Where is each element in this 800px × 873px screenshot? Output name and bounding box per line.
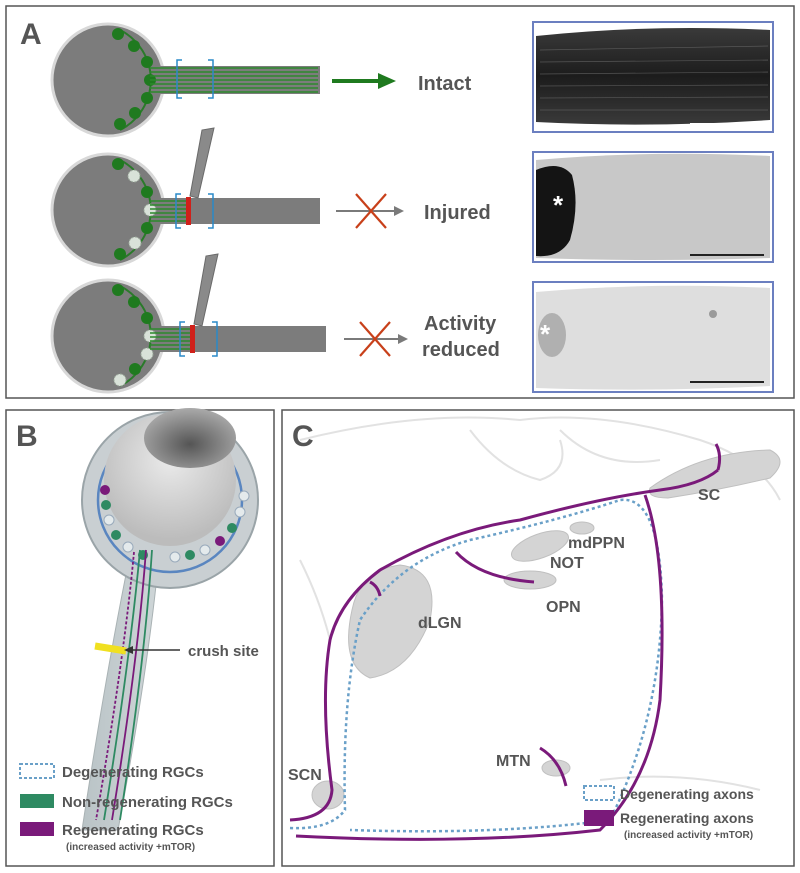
injured-row: Injured * [50, 127, 774, 268]
bracket-left [175, 193, 181, 229]
panel-b-legend: Degenerating RGCs Non-regenerating RGCs … [19, 763, 233, 853]
label-dlgn: dLGN [418, 615, 462, 632]
legend-label-regenerating: Regenerating RGCs [62, 822, 204, 839]
label-scn: SCN [288, 767, 322, 784]
opn-nucleus [503, 570, 557, 590]
row-label-injured: Injured [424, 202, 491, 224]
label-mdppn: mdPPN [568, 535, 625, 552]
label-not: NOT [550, 555, 584, 572]
crush-band [94, 642, 127, 655]
block-cross [355, 193, 387, 229]
label-mtn: MTN [496, 753, 531, 770]
regenerating-axons [289, 443, 722, 841]
mdppn-nucleus [569, 521, 595, 535]
panel-c: C [281, 409, 795, 867]
axons-in-nerve [95, 549, 153, 821]
legend-label-non-regenerating: Non-regenerating RGCs [62, 794, 233, 811]
micrograph-injured: * [532, 151, 774, 263]
legend-swatch-regenerating-axons [584, 810, 614, 826]
legend-swatch-degenerating-axons [583, 785, 615, 801]
injured-arrowhead [394, 206, 404, 216]
panel-b: B [5, 408, 275, 867]
legend-label-degenerating: Degenerating RGCs [62, 764, 204, 781]
not-nucleus [511, 530, 569, 562]
panel-c-letter: C [292, 420, 314, 453]
axon-bundle [150, 67, 318, 93]
optic-nerve [160, 198, 320, 224]
asterisk-marker: * [553, 190, 564, 220]
bracket-right [208, 193, 214, 229]
intact-row: Intact [50, 21, 774, 138]
axon-bundle [150, 328, 190, 350]
forceps [193, 253, 219, 327]
crush-mark [190, 325, 195, 353]
forceps [189, 127, 215, 199]
degenerating-axons [289, 498, 664, 833]
row-label-intact: Intact [418, 73, 472, 95]
crush-mark [186, 197, 191, 225]
label-sc: SC [698, 487, 721, 504]
axon-bundle [150, 200, 186, 222]
bracket-right [212, 321, 218, 357]
panel-c-legend: Degenerating axons Regenerating axons (i… [583, 785, 754, 841]
legend-swatch-non-regenerating [20, 794, 54, 808]
block-cross [359, 321, 391, 357]
panel-b-letter: B [16, 420, 38, 453]
row-label-activity: Activity [424, 313, 497, 335]
rgc-cells [112, 284, 157, 387]
activity-reduced-row: Activity reduced * [50, 253, 774, 394]
eye-illustration: crush site [81, 408, 259, 831]
asterisk-marker: * [540, 319, 551, 349]
legend-label-degenerating-axons: Degenerating axons [620, 786, 754, 802]
micrograph-reduced: * [532, 281, 774, 393]
legend-sub-regenerating: (increased activity +mTOR) [66, 842, 195, 853]
cornea [144, 408, 236, 468]
optic-nerve [160, 326, 326, 352]
legend-swatch-degenerating [19, 763, 55, 779]
intact-arrowhead [378, 73, 396, 89]
bracket-left [179, 321, 185, 357]
micrograph-intact [532, 21, 774, 133]
reduced-arrowhead [398, 334, 408, 344]
panel-a: A Intact [5, 5, 795, 399]
crush-pointer-head [124, 646, 133, 654]
mtn-nucleus [541, 759, 571, 777]
legend-swatch-regenerating [20, 822, 54, 836]
crush-site-label: crush site [188, 643, 259, 660]
panel-a-letter: A [20, 18, 42, 51]
bracket-right [208, 59, 214, 99]
legend-sub-regenerating-axons: (increased activity +mTOR) [624, 830, 753, 841]
row-label-reduced: reduced [422, 339, 500, 361]
label-opn: OPN [546, 599, 581, 616]
bracket-left [176, 59, 182, 99]
legend-label-regenerating-axons: Regenerating axons [620, 810, 754, 826]
